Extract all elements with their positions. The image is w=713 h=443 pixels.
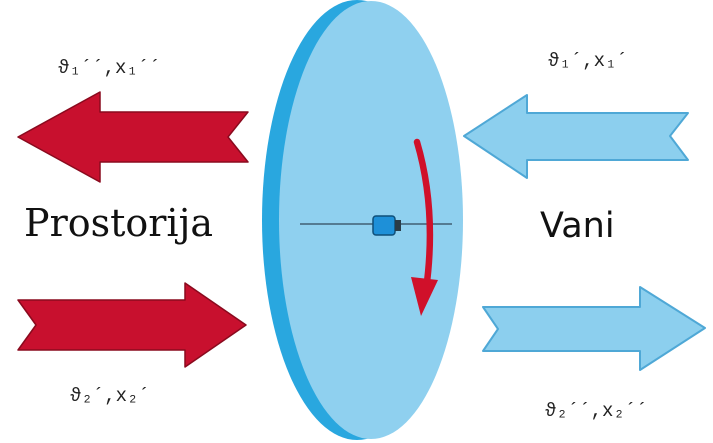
room-label: Prostorija bbox=[24, 201, 214, 245]
outside-exhaust-state-label: ϑ₂´´,x₂´´ bbox=[545, 400, 648, 422]
rotation-arrowhead bbox=[411, 277, 438, 316]
outside-label: Vani bbox=[540, 206, 615, 246]
outside-exhaust-arrow bbox=[482, 286, 706, 371]
room-exhaust-state-label: ϑ₁´´,x₁´´ bbox=[58, 57, 161, 79]
room-supply-state-label: ϑ₂´,x₂´ bbox=[70, 385, 150, 407]
room-exhaust-arrow bbox=[17, 91, 249, 183]
wheel-hub bbox=[372, 215, 396, 236]
wheel-hub-cap bbox=[395, 220, 401, 231]
room-supply-arrow bbox=[17, 282, 247, 368]
wheel-face bbox=[279, 1, 463, 439]
rotation-arrow bbox=[413, 138, 434, 294]
outside-intake-arrow bbox=[463, 94, 689, 179]
outside-intake-state-label: ϑ₁´,x₁´ bbox=[548, 50, 628, 72]
